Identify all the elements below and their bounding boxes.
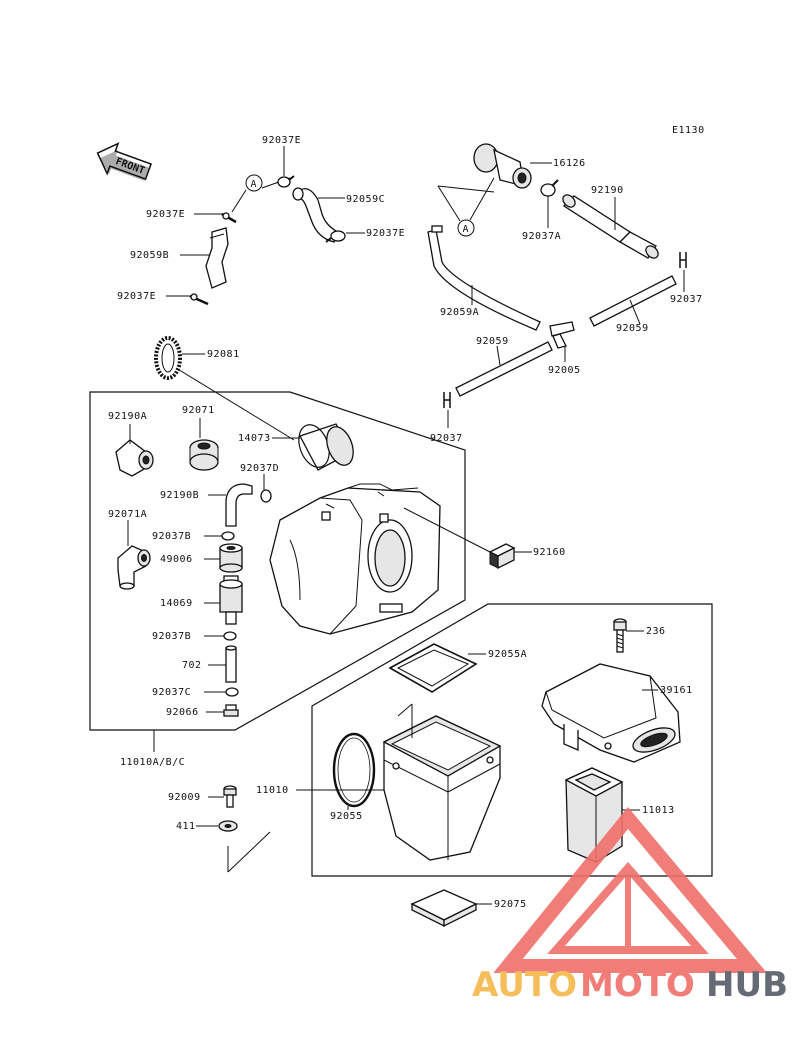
clamp-92037e-right xyxy=(325,230,346,243)
watermark-moto: MOTO xyxy=(580,965,695,1005)
label-92160: 92160 xyxy=(533,547,566,558)
label-92037a: 92037A xyxy=(522,231,561,242)
label-92190a: 92190A xyxy=(108,411,147,422)
clip-92037b-1 xyxy=(221,531,235,541)
label-14069: 14069 xyxy=(160,598,193,609)
clamp-92037e-left2 xyxy=(189,293,209,306)
watermark-auto: AUTO xyxy=(472,965,577,1005)
hose-92059b xyxy=(205,227,229,289)
label-92037e-top: 92037E xyxy=(262,135,301,146)
washer-411 xyxy=(218,820,238,832)
label-92066: 92066 xyxy=(166,707,199,718)
case-11010 xyxy=(382,715,502,861)
clip-92037c xyxy=(225,687,239,697)
clip-92037d xyxy=(260,489,272,503)
bolt-236 xyxy=(613,618,627,653)
label-92190: 92190 xyxy=(591,185,624,196)
label-92005: 92005 xyxy=(548,365,581,376)
oring-92055 xyxy=(332,732,376,808)
label-16126: 16126 xyxy=(553,158,586,169)
label-92037c: 92037C xyxy=(152,687,191,698)
watermark-logo: AUTO MOTO HUB xyxy=(472,806,788,1005)
element-11013 xyxy=(564,767,624,863)
clamp-92037e-top xyxy=(277,175,295,188)
elbow-92071a xyxy=(117,545,151,590)
clamp-92037a xyxy=(540,179,559,197)
label-92055: 92055 xyxy=(330,811,363,822)
joint-92005 xyxy=(549,321,575,349)
label-92037-right: 92037 xyxy=(670,294,703,305)
label-92037e-left1: 92037E xyxy=(146,209,185,220)
label-92075: 92075 xyxy=(494,899,527,910)
label-39161: 39161 xyxy=(660,685,693,696)
tube-702 xyxy=(225,645,237,683)
part-92190 xyxy=(562,194,659,259)
label-92059a: 92059A xyxy=(440,307,479,318)
part-14069 xyxy=(219,575,243,625)
label-92071a: 92071A xyxy=(108,509,147,520)
duct-14073 xyxy=(298,423,354,471)
label-92059c: 92059C xyxy=(346,194,385,205)
gasket-92055a xyxy=(388,643,478,693)
label-11010: 11010 xyxy=(256,785,289,796)
clip-92037-right xyxy=(679,252,687,268)
clamp-92037e-left1 xyxy=(221,212,237,224)
air-cleaner-housing xyxy=(269,483,441,635)
label-92037-center: 92037 xyxy=(430,433,463,444)
label-702: 702 xyxy=(182,660,202,671)
tube-92190b xyxy=(225,483,253,527)
clip-92037-center xyxy=(443,392,451,408)
label-92059-center: 92059 xyxy=(476,336,509,347)
label-11013: 11013 xyxy=(642,805,675,816)
label-92059-right: 92059 xyxy=(616,323,649,334)
label-92037d: 92037D xyxy=(240,463,279,474)
hose-92059-right xyxy=(589,275,677,327)
label-236: 236 xyxy=(646,626,666,637)
elbow-92190a xyxy=(115,439,154,477)
label-11010abc: 11010A/B/C xyxy=(120,757,185,768)
watermark-triangle-icon xyxy=(493,806,767,973)
plug-92066 xyxy=(223,704,239,717)
label-49006: 49006 xyxy=(160,554,193,565)
label-92059b: 92059B xyxy=(130,250,169,261)
label-92190b: 92190B xyxy=(160,490,199,501)
ring-92081 xyxy=(154,336,182,380)
svg-text:A: A xyxy=(251,179,258,190)
group-frame-11010abc xyxy=(89,391,466,731)
part-16126 xyxy=(473,143,532,189)
label-14073: 14073 xyxy=(238,433,271,444)
ref-marker-a-left: A xyxy=(245,174,263,192)
diagram-code: E1130 xyxy=(672,125,705,136)
watermark-hub: HUB xyxy=(706,965,788,1005)
label-92009: 92009 xyxy=(168,792,201,803)
clip-92037b-2 xyxy=(223,631,237,641)
block-92160 xyxy=(488,543,516,570)
label-92037e-right: 92037E xyxy=(366,228,405,239)
front-arrow-icon: FRONT xyxy=(96,142,153,181)
grommet-92071 xyxy=(189,439,219,471)
hose-92059a xyxy=(427,225,541,331)
label-411: 411 xyxy=(176,821,196,832)
filter-49006 xyxy=(219,543,243,573)
label-92037b-1: 92037B xyxy=(152,531,191,542)
ref-marker-a-right: A xyxy=(457,219,475,237)
hose-92059-center xyxy=(455,341,553,397)
group-frame-11010 xyxy=(311,603,713,877)
label-92071: 92071 xyxy=(182,405,215,416)
label-92081: 92081 xyxy=(207,349,240,360)
label-92037e-left2: 92037E xyxy=(117,291,156,302)
cover-39161 xyxy=(541,663,681,763)
label-92037b-2: 92037B xyxy=(152,631,191,642)
pad-92075 xyxy=(410,889,478,928)
svg-text:A: A xyxy=(463,224,470,235)
label-92055a: 92055A xyxy=(488,649,527,660)
hose-92059c xyxy=(292,187,339,243)
bolt-92009 xyxy=(223,785,237,808)
